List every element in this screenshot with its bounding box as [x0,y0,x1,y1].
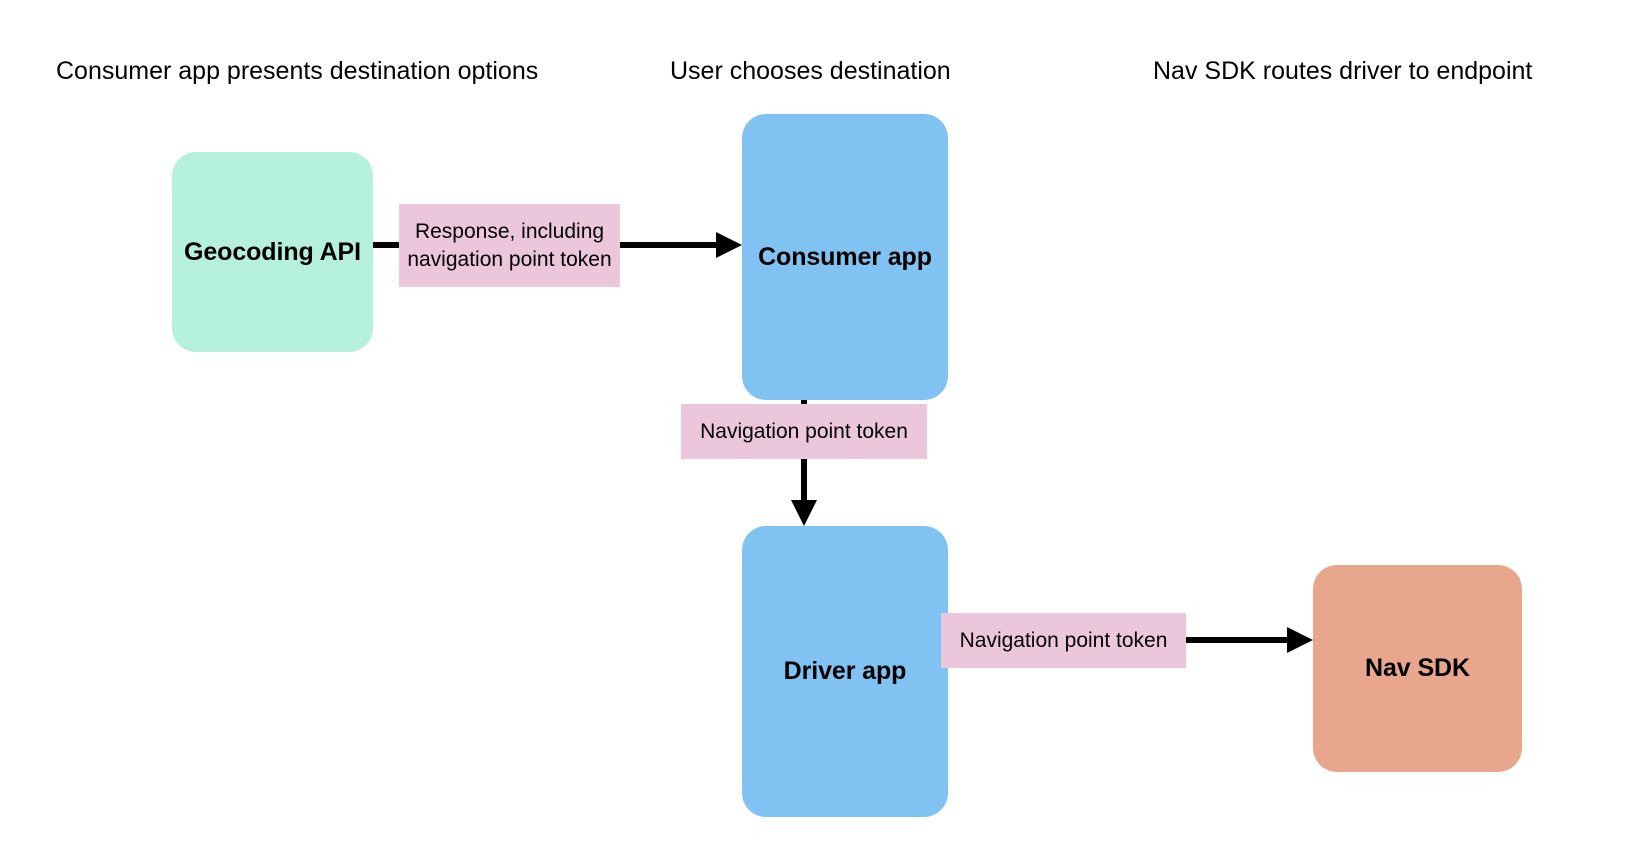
node-nav-sdk[interactable]: Nav SDK [1313,565,1522,772]
node-geocoding-api[interactable]: Geocoding API [172,152,373,352]
node-consumer-app[interactable]: Consumer app [742,114,948,400]
column-header-nav-sdk-routes: Nav SDK routes driver to endpoint [1153,57,1533,85]
edge-label-consumer-to-driver-text: Navigation point token [700,419,908,443]
node-driver-app-label: Driver app [783,657,907,685]
node-geocoding-api-label: Geocoding API [184,237,361,266]
edge-label-geocoding-to-consumer-text: Response, including navigation point tok… [407,220,612,271]
column-header-consumer-options: Consumer app presents destination option… [56,57,539,85]
node-consumer-app-label: Consumer app [758,242,932,271]
edge-label-driver-to-navsdk-text: Navigation point token [959,628,1168,652]
edge-label-driver-to-navsdk: Navigation point token [941,613,1186,668]
column-header-user-chooses: User chooses destination [670,57,951,85]
edge-label-geocoding-to-consumer: Response, including navigation point tok… [399,204,620,287]
edge-label-consumer-to-driver: Navigation point token [681,404,927,459]
node-nav-sdk-label: Nav SDK [1365,654,1470,682]
node-driver-app[interactable]: Driver app [742,526,948,817]
